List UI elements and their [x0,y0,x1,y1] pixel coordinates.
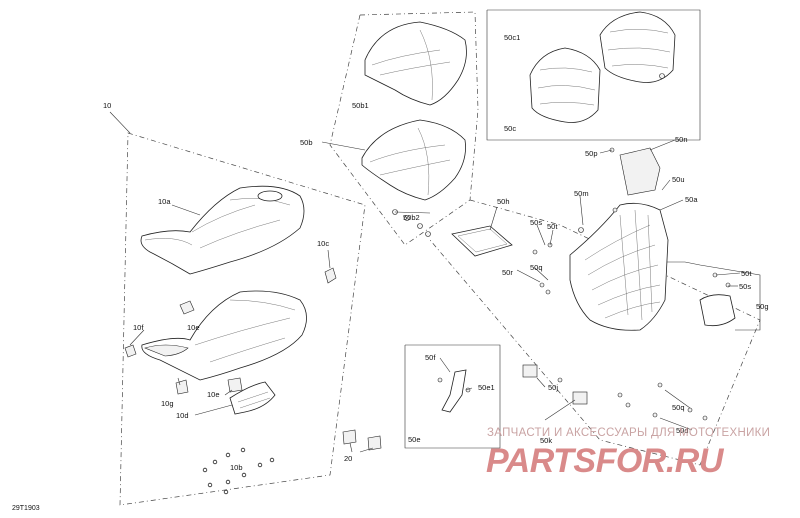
group-50g-bracket [665,261,761,331]
label-50s-right: 50s [739,282,751,291]
label-10b: 10b [230,463,243,472]
label-50e1: 50e1 [478,383,495,392]
panel-50h [451,225,513,257]
pad-50g [699,294,736,327]
bumper-10e-top [179,300,195,315]
label-50q-bottom: 50q [672,403,685,412]
group-50c-box [486,9,701,141]
callout-labels: 10 10a 10c 10f 10e 10g 10e 10d 10b 20 50… [103,33,769,472]
label-50u: 50u [672,175,685,184]
backrest-50b1 [364,21,467,106]
label-50b2: 50b2 [403,213,420,222]
label-20: 20 [344,454,352,463]
label-10a: 10a [158,197,171,206]
bumper-10f [124,344,137,358]
label-50e: 50e [408,435,421,444]
bracket-50f [437,369,471,413]
seat-base [141,290,307,381]
seat-10a [140,185,305,275]
grommet-20b [367,435,382,451]
label-10: 10 [103,101,111,110]
label-50b: 50b [300,138,313,147]
group-10-outline [119,132,366,506]
backrest-frame-50a [569,147,669,331]
label-50h: 50h [497,197,510,206]
backrest-50b [361,119,466,201]
label-10e-bottom: 10e [207,390,220,399]
label-50p: 50p [585,149,598,158]
pad-50c2 [599,11,676,83]
label-50s-mid: 50s [530,218,542,227]
leader-lines [129,139,741,453]
label-50t-right: 50t [741,269,752,278]
label-10e-top: 10e [187,323,200,332]
label-50f: 50f [425,353,436,362]
diagram-code: 29T1903 [12,505,40,512]
label-50c1: 50c1 [504,33,520,42]
small-parts-10 [124,267,382,495]
watermark-brand: PARTSFOR.RU [486,442,725,480]
bumper-10e-bottom [227,377,243,393]
fitting-50j [522,364,588,405]
watermark: ЗАПЧАСТИ И АКСЕССУАРЫ ДЛЯ МОТОТЕХНИКИ PA… [486,427,770,480]
label-10f: 10f [133,323,144,332]
label-50q-top: 50q [530,263,543,272]
label-10g: 10g [161,399,174,408]
label-50r: 50r [502,268,513,277]
label-50n: 50n [675,135,688,144]
group-50e-box [404,344,501,449]
clip-10c [324,267,337,284]
label-50t-mid: 50t [547,222,558,231]
label-50g: 50g [756,302,769,311]
bracket-10d [229,381,276,415]
label-50k: 50k [540,436,552,445]
label-50c: 50c [504,124,516,133]
label-10d: 10d [176,411,189,420]
bumper-10g [175,379,189,395]
plate-50n [619,147,661,196]
label-50m: 50m [574,189,589,198]
leader-10 [109,111,131,134]
pad-50c1 [529,47,601,123]
label-50d: 50d [676,426,689,435]
label-50j: 50j [548,383,558,392]
label-50b1: 50b1 [352,101,369,110]
label-50a: 50a [685,195,698,204]
grommet-20a [342,429,357,445]
watermark-top-text: ЗАПЧАСТИ И АКСЕССУАРЫ ДЛЯ МОТОТЕХНИКИ [487,427,770,439]
label-10c: 10c [317,239,329,248]
